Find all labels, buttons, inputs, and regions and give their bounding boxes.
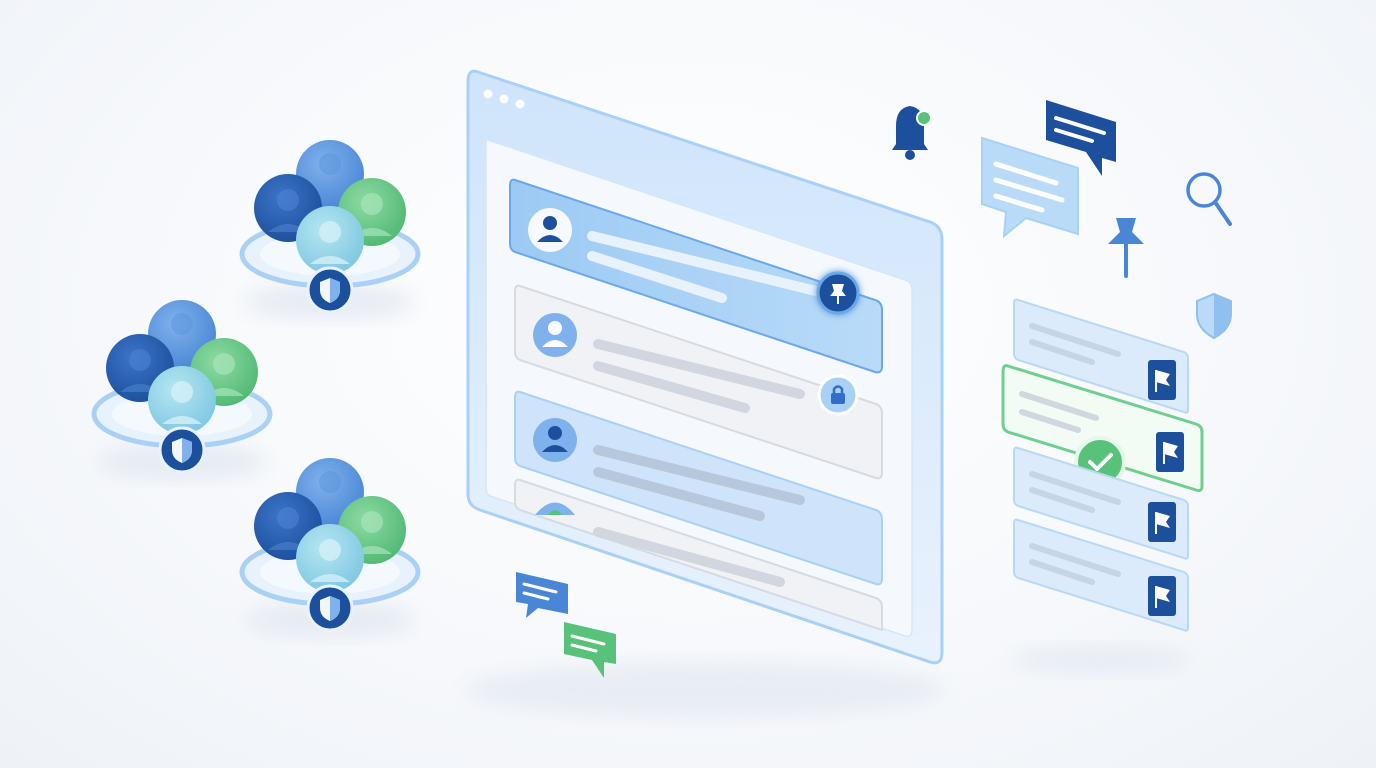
side-list-item[interactable]	[1013, 518, 1189, 632]
avatar	[535, 502, 575, 515]
user-group-1	[239, 140, 421, 320]
list-row-selected[interactable]	[514, 390, 883, 586]
chat-bubble-icon	[1046, 100, 1116, 176]
avatar-teal	[296, 524, 364, 592]
window-controls[interactable]	[483, 89, 525, 109]
shield-icon	[306, 584, 354, 632]
chat-bubble-icon	[516, 572, 568, 618]
list-row[interactable]	[514, 478, 883, 632]
avatar	[533, 418, 577, 462]
list-row-locked[interactable]	[514, 284, 883, 480]
chat-bubble-icon	[981, 136, 1079, 239]
chat-bubble-icon	[564, 622, 616, 678]
user-group-3	[239, 458, 421, 638]
side-list	[1001, 298, 1204, 674]
shield-icon	[1196, 292, 1232, 340]
list-row-pinned[interactable]	[509, 178, 883, 374]
flag-icon[interactable]	[1148, 360, 1176, 400]
side-list-item[interactable]	[1013, 298, 1189, 414]
app-window	[465, 69, 945, 718]
search-icon	[1186, 172, 1232, 226]
side-list-item[interactable]	[1013, 446, 1189, 560]
shield-icon	[158, 426, 206, 474]
flag-icon[interactable]	[1156, 432, 1184, 472]
lock-icon[interactable]	[817, 374, 859, 416]
bell-icon	[892, 106, 932, 160]
avatar	[533, 313, 577, 357]
user-group-2	[91, 300, 273, 480]
pin-icon[interactable]	[816, 271, 860, 315]
pin-icon	[1108, 218, 1144, 278]
shield-icon	[306, 266, 354, 314]
flag-icon[interactable]	[1148, 576, 1176, 616]
flag-icon[interactable]	[1148, 502, 1176, 542]
avatar	[528, 208, 572, 252]
avatar-teal	[148, 366, 216, 434]
avatar-teal	[296, 206, 364, 274]
